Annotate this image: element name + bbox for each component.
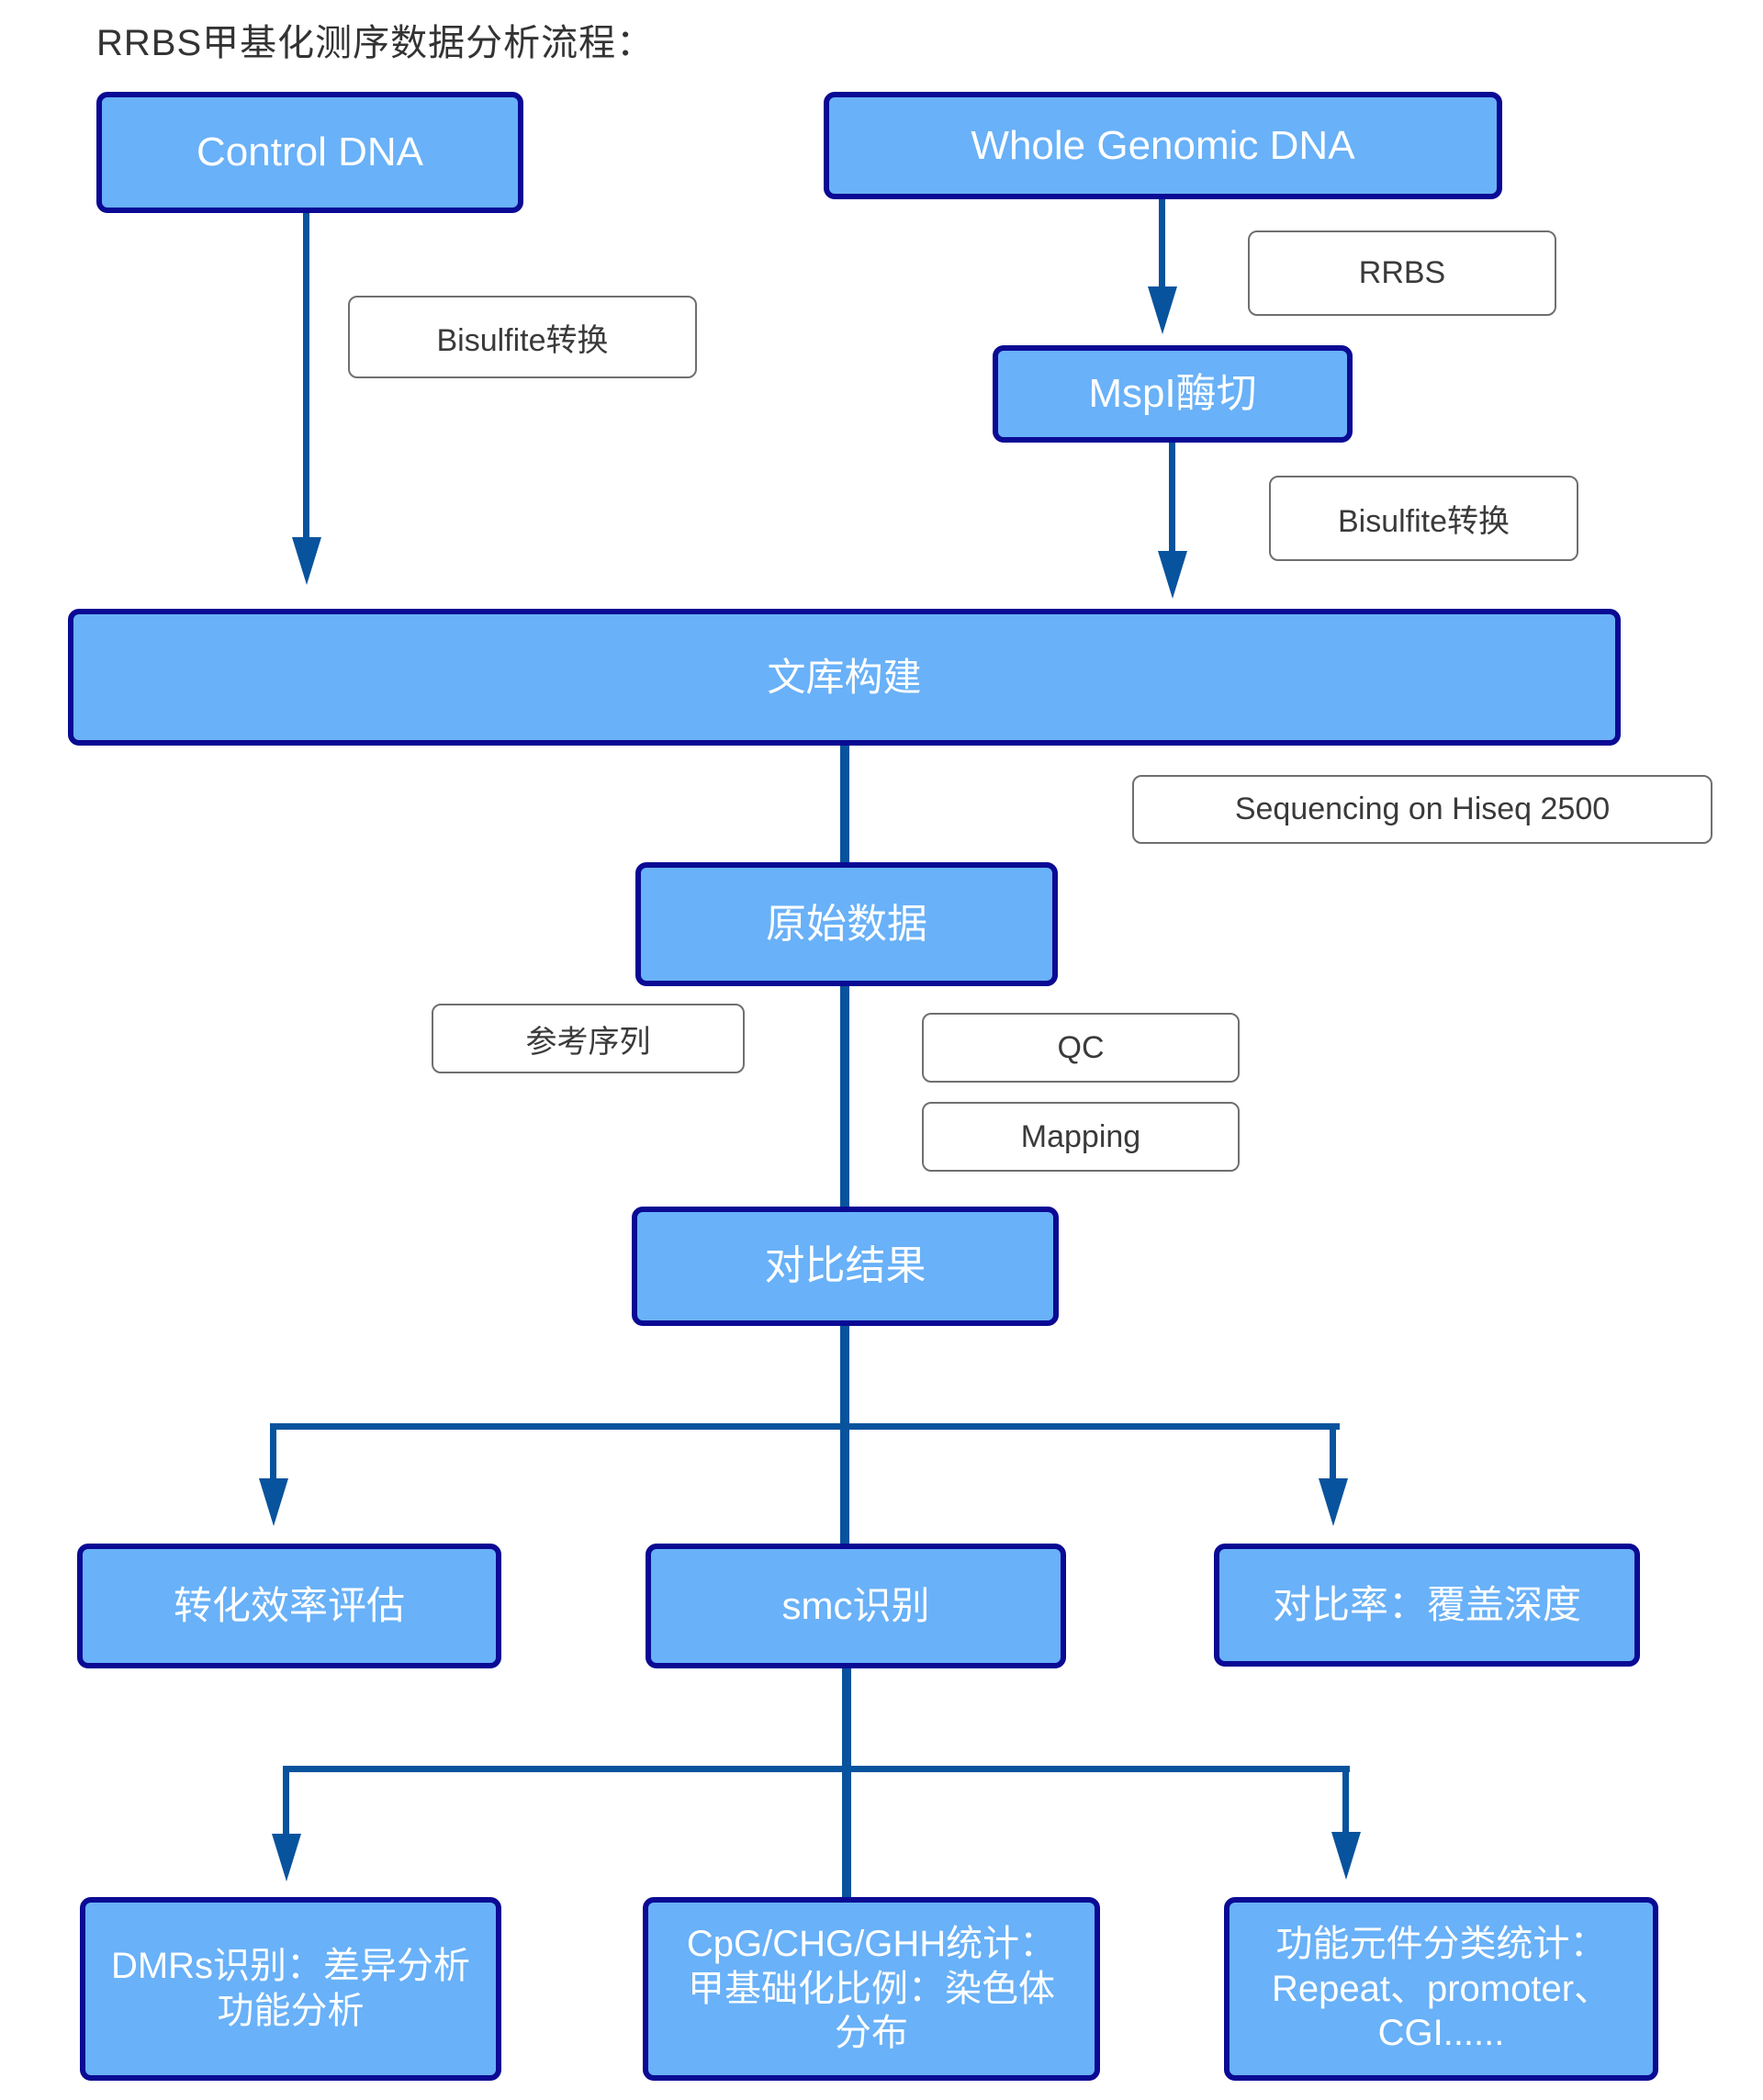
connector-branch1-right-drop <box>1330 1423 1336 1480</box>
label-mapping-text: Mapping <box>1020 1118 1141 1154</box>
arrowhead-mspi-to-library <box>1158 551 1187 599</box>
label-rrbs-text: RRBS <box>1358 255 1446 290</box>
label-bisulfite-left-text: Bisulfite转换 <box>436 322 609 358</box>
connector-branch2-right-drop <box>1342 1766 1349 1834</box>
connector-alignment-to-smc <box>840 1326 849 1544</box>
node-smc-identification: smc识别 <box>646 1544 1066 1668</box>
connector-library-to-rawdata <box>840 746 849 862</box>
connector-smc-to-cpg <box>842 1668 851 1897</box>
node-functional-elements: 功能元件分类统计： Repeat、promoter、 CGI...... <box>1224 1897 1658 2081</box>
label-reference-seq: 参考序列 <box>432 1004 745 1073</box>
node-alignment-rate-label: 对比率：覆盖深度 <box>1272 1583 1581 1627</box>
node-functional-elements-line2: Repeat、promoter、 <box>1271 1968 1611 2009</box>
node-whole-genomic-dna-label: Whole Genomic DNA <box>971 122 1355 168</box>
arrowhead-branch1-right <box>1319 1478 1348 1526</box>
node-whole-genomic-dna: Whole Genomic DNA <box>824 92 1502 199</box>
page-title: RRBS甲基化测序数据分析流程： <box>96 23 655 63</box>
node-conversion-efficiency: 转化效率评估 <box>77 1544 501 1668</box>
node-dmrs-line2: 功能分析 <box>217 1991 365 2031</box>
node-conversion-efficiency-label: 转化效率评估 <box>173 1584 405 1628</box>
label-sequencing: Sequencing on Hiseq 2500 <box>1132 775 1712 844</box>
arrowhead-branch2-left <box>272 1834 301 1881</box>
node-cpg-stats: CpG/CHG/GHH统计： 甲基础化比例：染色体 分布 <box>643 1897 1100 2081</box>
label-mapping: Mapping <box>922 1102 1240 1172</box>
node-cpg-stats-line1: CpG/CHG/GHH统计： <box>686 1923 1057 1964</box>
connector-branch2-left-drop <box>283 1766 289 1836</box>
arrowhead-branch2-right <box>1331 1832 1361 1880</box>
connector-mspi-to-library <box>1169 443 1175 551</box>
node-alignment-result: 对比结果 <box>632 1207 1059 1326</box>
label-qc: QC <box>922 1013 1240 1083</box>
node-control-dna-label: Control DNA <box>197 129 423 175</box>
label-bisulfite-right: Bisulfite转换 <box>1269 476 1578 561</box>
node-mspi-digestion-label: MspI酶切 <box>1088 371 1257 417</box>
connector-control-dna-to-library <box>303 213 309 537</box>
label-bisulfite-left: Bisulfite转换 <box>348 296 697 378</box>
connector-wgdna-to-mspi <box>1159 199 1165 286</box>
arrowhead-branch1-left <box>259 1478 288 1526</box>
label-sequencing-text: Sequencing on Hiseq 2500 <box>1234 792 1611 826</box>
label-rrbs: RRBS <box>1248 230 1556 316</box>
node-control-dna: Control DNA <box>96 92 523 213</box>
connector-branch1-horizontal <box>270 1423 1340 1430</box>
node-alignment-result-label: 对比结果 <box>764 1243 926 1289</box>
connector-branch2-horizontal <box>283 1766 1350 1772</box>
node-functional-elements-line1: 功能元件分类统计： <box>1275 1923 1607 1964</box>
node-smc-identification-label: smc识别 <box>781 1584 930 1628</box>
label-qc-text: QC <box>1057 1029 1105 1065</box>
node-raw-data-label: 原始数据 <box>766 901 927 947</box>
label-bisulfite-right-text: Bisulfite转换 <box>1337 504 1510 539</box>
node-alignment-rate: 对比率：覆盖深度 <box>1214 1544 1640 1667</box>
arrowhead-wgdna-to-mspi <box>1148 286 1177 334</box>
node-raw-data: 原始数据 <box>635 862 1058 986</box>
node-dmrs-line1: DMRs识别：差异分析 <box>110 1946 471 1987</box>
label-reference-seq-text: 参考序列 <box>525 1024 651 1060</box>
node-mspi-digestion: MspI酶切 <box>993 345 1353 443</box>
connector-rawdata-to-alignment <box>840 986 849 1207</box>
node-dmrs: DMRs识别：差异分析 功能分析 <box>80 1897 501 2081</box>
node-functional-elements-line3: CGI...... <box>1377 2013 1505 2054</box>
arrowhead-control-dna-to-library <box>292 537 321 585</box>
node-library-construction: 文库构建 <box>68 609 1621 746</box>
connector-branch1-left-drop <box>270 1423 276 1480</box>
node-cpg-stats-line2: 甲基础化比例：染色体 <box>688 1968 1055 2009</box>
node-library-construction-label: 文库构建 <box>767 655 922 699</box>
node-cpg-stats-line3: 分布 <box>835 2013 908 2054</box>
